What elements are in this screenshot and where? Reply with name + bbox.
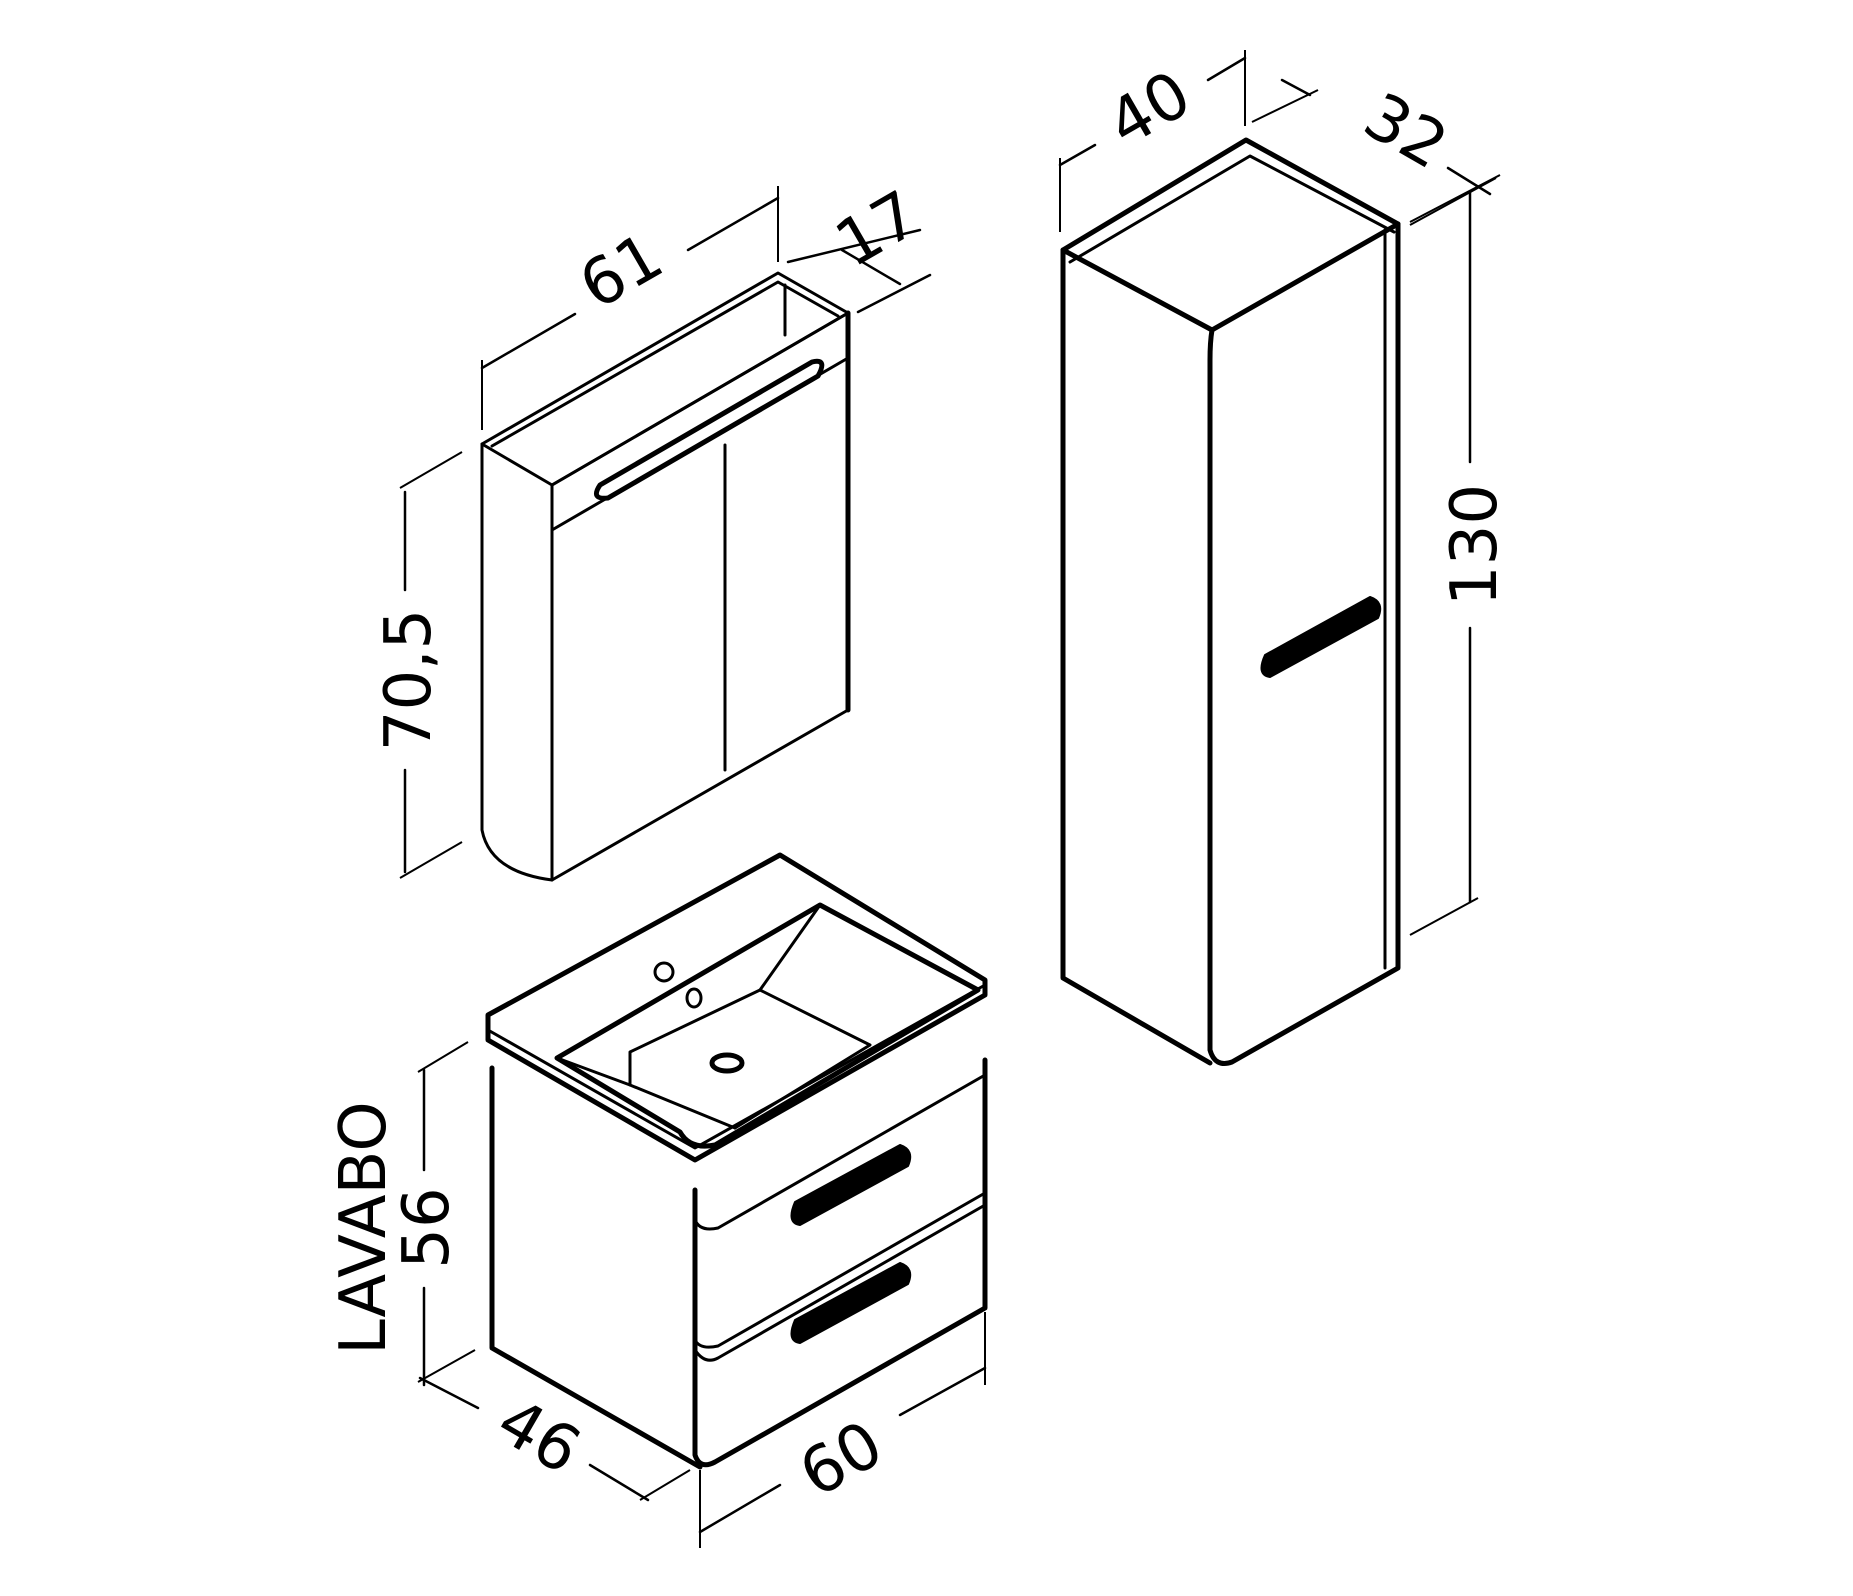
tall-width-label: 40 (1096, 57, 1204, 162)
tall-cabinet (1060, 137, 1401, 1066)
tall-cabinet-handle (1260, 596, 1382, 678)
vanity-height-label: 56 (390, 1187, 464, 1268)
mirror-cabinet-front (550, 311, 850, 882)
mirror-height-label: 70,5 (372, 609, 446, 752)
vanity-label-text: LAVABO (327, 1101, 401, 1354)
tall-depth-label: 32 (1352, 79, 1460, 184)
mirror-depth-label: 17 (824, 177, 932, 282)
vanity-unit (485, 852, 988, 1470)
drawer-top (693, 1073, 987, 1231)
vanity-side (489, 1065, 703, 1470)
vanity-front (692, 1057, 988, 1468)
tall-height-label: 130 (1438, 484, 1512, 606)
mirror-cabinet (480, 271, 851, 882)
vanity-label: LAVABO (327, 1101, 401, 1354)
vanity-width-label: 60 (788, 1407, 896, 1512)
mirror-cabinet-side (480, 442, 554, 882)
drawer-top-handle (790, 1144, 912, 1226)
drain-hole (709, 1052, 745, 1074)
mirror-height-dimension: 70,5 (372, 451, 463, 879)
basin-bowl (554, 902, 981, 1149)
vanity-height-dimension: 56 (390, 1041, 476, 1387)
tall-height-dimension: 130 (1409, 177, 1512, 936)
tap-hole (653, 961, 675, 983)
tall-cabinet-door (1207, 221, 1401, 1066)
vanity-width-dimension: 60 (698, 1312, 987, 1548)
mirror-cabinet-handle (593, 358, 825, 501)
mirror-cabinet-top (480, 271, 850, 487)
vanity-depth-label: 46 (485, 1384, 593, 1489)
tall-cabinet-side (1060, 247, 1213, 1066)
drawer-bottom (693, 1191, 987, 1349)
basin-top (485, 852, 988, 1163)
tall-width-dimension: 40 (1058, 50, 1247, 232)
overflow-hole (685, 987, 703, 1009)
tall-depth-dimension: 32 (1251, 78, 1501, 223)
drawer-bottom-handle (790, 1262, 912, 1344)
mirror-width-label: 61 (568, 219, 676, 324)
